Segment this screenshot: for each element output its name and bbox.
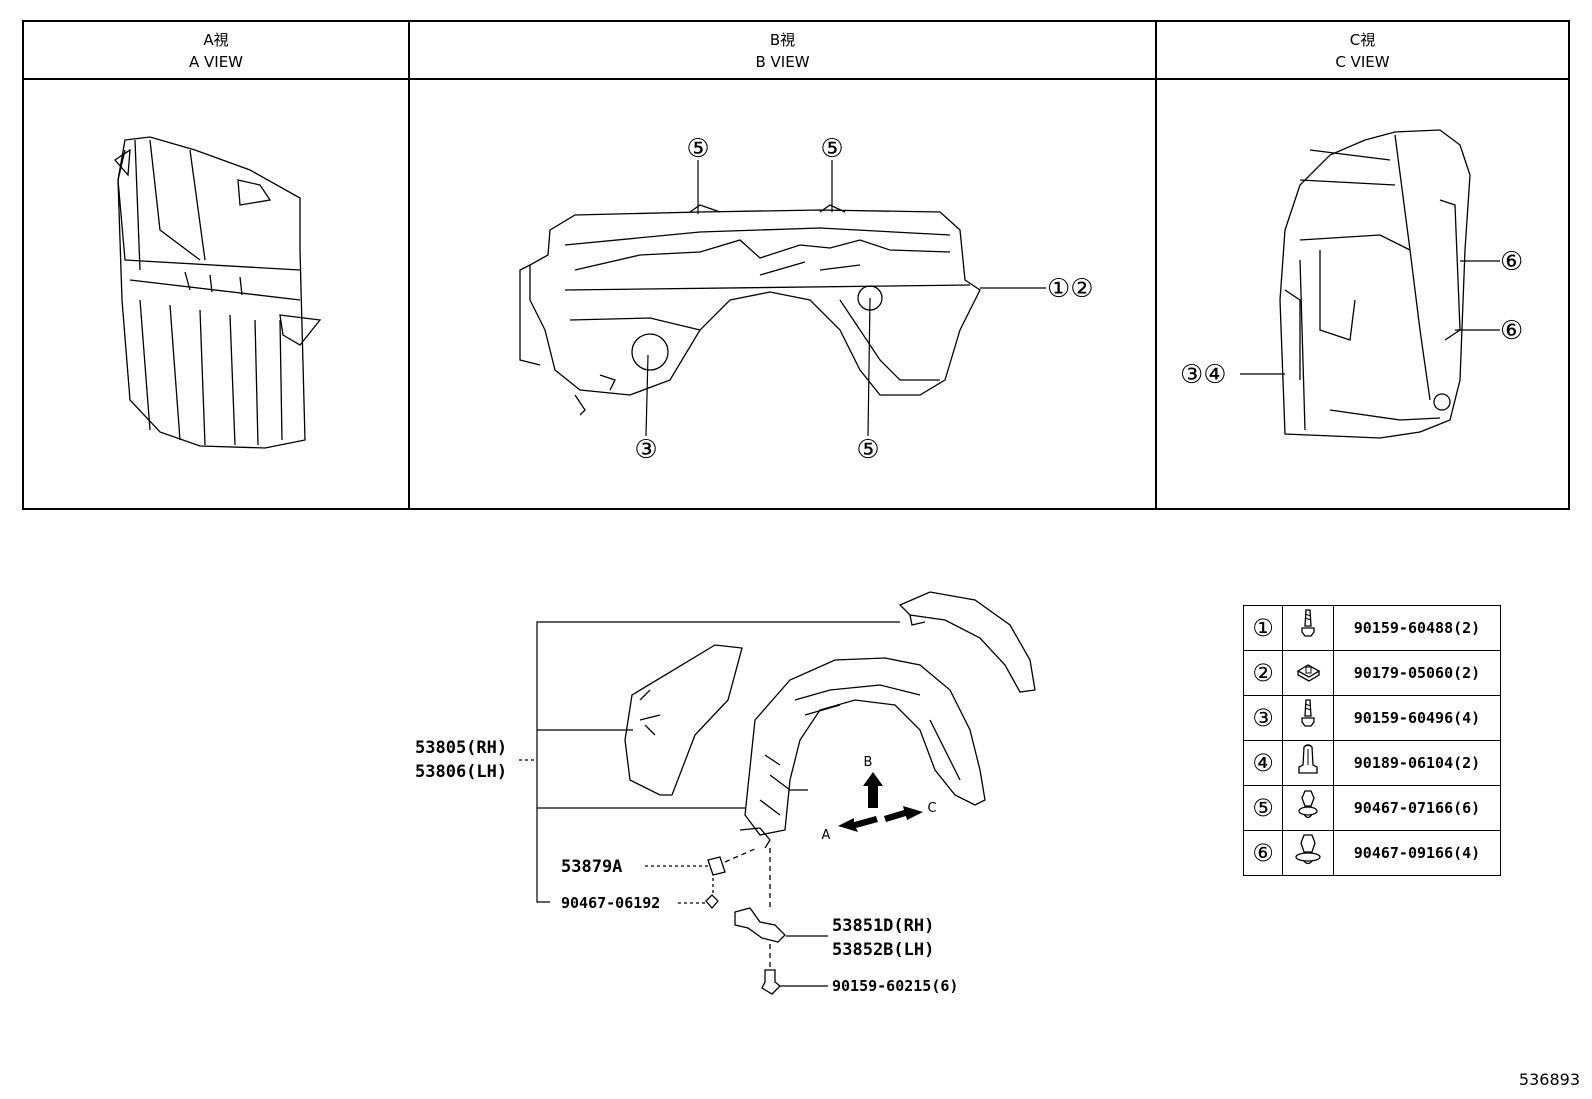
b-callout-5a: ⑤ (686, 134, 709, 164)
fastener-part: 90159-60496(4) (1333, 695, 1501, 741)
fastener-icon-cell (1282, 740, 1334, 786)
fastener-icon-cell (1282, 830, 1334, 876)
part-label-clip: 90467-06192 (561, 894, 661, 912)
part-label-bolt: 90159-60215(6) (832, 977, 959, 995)
b-callout-3: ③ (634, 435, 657, 465)
fastener-table: ① 90159-60488(2) ② 90179-05060(2) ③ 9015… (1243, 605, 1501, 876)
fastener-num: ⑤ (1243, 785, 1283, 831)
c-view-header: C視 C VIEW (1156, 29, 1569, 73)
c-view-leaders (1240, 260, 1500, 375)
fastener-row: ⑤ 90467-07166(6) (1243, 785, 1501, 831)
b-callout-1-2: ①② (1047, 274, 1094, 304)
direction-arrows (838, 772, 923, 832)
b-callout-5b: ⑤ (820, 134, 843, 164)
arrow-c-icon (884, 806, 923, 822)
a-view-title-en: A VIEW (188, 53, 244, 71)
fastener-row: ③ 90159-60496(4) (1243, 695, 1501, 741)
b-view-leaders (645, 160, 1046, 437)
a-view-title-jp: A視 (203, 31, 229, 49)
fastener-part: 90179-05060(2) (1333, 650, 1501, 696)
bolt-flange-icon (1301, 699, 1315, 727)
fastener-row: ⑥ 90467-09166(4) (1243, 830, 1501, 876)
part-label-seal-lh: 53852B(LH) (832, 940, 935, 960)
part-label-liner-rh: 53805(RH) (415, 738, 508, 758)
part-label-bracket: 53879A (561, 857, 623, 877)
fastener-row: ① 90159-60488(2) (1243, 605, 1501, 651)
fastener-num: ⑥ (1243, 830, 1283, 876)
fastener-part: 90467-09166(4) (1333, 830, 1501, 876)
fastener-icon-cell (1282, 605, 1334, 651)
part-label-liner-lh: 53806(LH) (415, 762, 508, 782)
push-clip-icon (1298, 790, 1318, 819)
b-callout-5c: ⑤ (856, 435, 879, 465)
arrow-b-icon (863, 772, 883, 808)
arrow-b-label: B (864, 755, 873, 770)
diagram-id: 536893 (1518, 1070, 1580, 1089)
fastener-num: ② (1243, 650, 1283, 696)
fastener-icon-cell (1282, 695, 1334, 741)
exploded-drawing (624, 591, 1036, 995)
b-view-title-en: B VIEW (755, 53, 810, 71)
b-view-drawing (519, 204, 981, 416)
a-view-drawing (114, 136, 322, 449)
c-view-title-jp: C視 (1349, 31, 1376, 49)
fastener-part: 90467-07166(6) (1333, 785, 1501, 831)
c-callout-6a: ⑥ (1500, 247, 1523, 277)
c-callout-6b: ⑥ (1500, 316, 1523, 346)
a-view-header: A視 A VIEW (23, 29, 409, 73)
arrow-a-label: A (822, 828, 831, 843)
fastener-icon-cell (1282, 785, 1334, 831)
part-label-seal-rh: 53851D(RH) (832, 916, 935, 936)
exploded-leaders (519, 621, 900, 987)
grommet-icon (1298, 744, 1318, 774)
b-view-title-jp: B視 (769, 31, 796, 49)
c-view-drawing (1279, 129, 1471, 439)
fastener-row: ② 90179-05060(2) (1243, 650, 1501, 696)
b-view-header: B視 B VIEW (409, 29, 1156, 73)
fastener-part: 90189-06104(2) (1333, 740, 1501, 786)
c-callout-3-4: ③④ (1180, 360, 1227, 390)
fastener-num: ① (1243, 605, 1283, 651)
bolt-flange-icon (1301, 609, 1315, 637)
arrow-a-icon (838, 816, 878, 832)
fastener-num: ④ (1243, 740, 1283, 786)
fastener-icon-cell (1282, 650, 1334, 696)
push-clip-large-icon (1295, 834, 1321, 865)
clip-nut-icon (1296, 664, 1321, 682)
c-view-title-en: C VIEW (1335, 53, 1390, 71)
fastener-part: 90159-60488(2) (1333, 605, 1501, 651)
fastener-row: ④ 90189-06104(2) (1243, 740, 1501, 786)
arrow-c-label: C (927, 801, 936, 816)
fastener-num: ③ (1243, 695, 1283, 741)
views-frame (22, 20, 1570, 510)
